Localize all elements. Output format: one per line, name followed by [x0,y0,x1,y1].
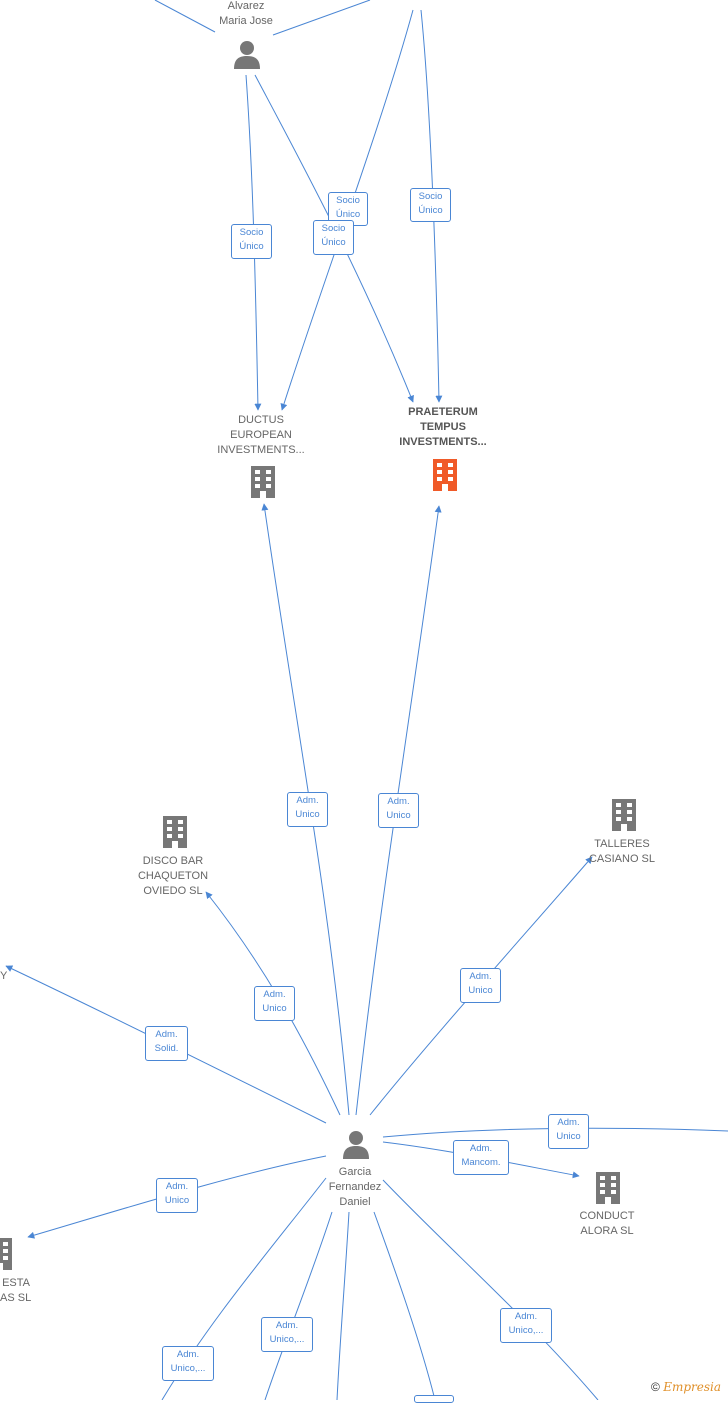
copyright-footer: © Empresia [651,1380,721,1394]
person-icon[interactable] [342,1130,370,1165]
edge-garcia-to-bottom-mid-left [264,1211,333,1400]
company-building-icon[interactable] [160,816,190,853]
edge-top-to-praeterum [420,9,443,403]
company-name-left-partial-y[interactable]: Y [0,970,8,982]
edge-alvarez-to-ductus [245,74,262,411]
company-building-icon[interactable] [593,1172,623,1209]
company-building-icon-partial[interactable] [0,1238,14,1275]
company-building-icon-highlighted[interactable] [430,459,460,496]
company-name-praeterum[interactable]: PRAETERUM TEMPUS INVESTMENTS... [399,406,487,448]
edge-garcia-to-bottom-right [382,1179,599,1400]
company-building-icon[interactable] [248,466,278,503]
relation-label-partial[interactable] [414,1395,454,1403]
edge-garcia-to-bottom-mid-right [373,1211,436,1400]
relation-label-adm-unico[interactable]: Adm.Unico [378,793,419,828]
company-name-disco-bar[interactable]: DISCO BAR CHAQUETON OVIEDO SL [137,855,209,897]
edge-garcia-to-right-offscreen [382,1127,728,1138]
company-name-conduct[interactable]: CONDUCT ALORA SL [579,1210,635,1237]
person-name-garcia[interactable]: Garcia Fernandez Daniel [328,1166,382,1208]
relation-label-adm-unico[interactable]: Adm.Unico [287,792,328,827]
relation-label-adm-unico-more[interactable]: Adm.Unico,... [261,1317,313,1352]
relation-label-adm-unico-more[interactable]: Adm.Unico,... [162,1346,214,1381]
company-name-ductus[interactable]: DUCTUS EUROPEAN INVESTMENTS... [217,414,305,456]
relation-label-adm-unico[interactable]: Adm.Unico [156,1178,198,1213]
relation-label-adm-mancom[interactable]: Adm.Mancom. [453,1140,509,1175]
person-icon[interactable] [233,40,261,75]
edge-alvarez-to-top-company [272,0,371,36]
edge-garcia-to-bottom-mid [336,1211,350,1400]
relation-label-adm-unico[interactable]: Adm.Unico [254,986,295,1021]
company-building-icon-top-partial[interactable] [409,0,437,4]
company-name-left-partial[interactable]: ESTA AS SL [0,1277,32,1304]
relation-label-adm-unico[interactable]: Adm.Unico [548,1114,589,1149]
copyright-symbol: © [651,1380,660,1394]
edge-offscreen-to-alvarez [154,0,216,33]
company-name-talleres[interactable]: TALLERES CASIANO SL [588,838,656,865]
relation-label-adm-unico-more[interactable]: Adm.Unico,... [500,1308,552,1343]
relation-label-adm-solid[interactable]: Adm.Solid. [145,1026,188,1061]
relation-label-adm-unico[interactable]: Adm.Unico [460,968,501,1003]
empresia-logo[interactable]: Empresia [663,1380,721,1394]
person-name-alvarez[interactable]: Alvarez Maria Jose [219,0,273,27]
company-building-icon[interactable] [609,799,639,836]
